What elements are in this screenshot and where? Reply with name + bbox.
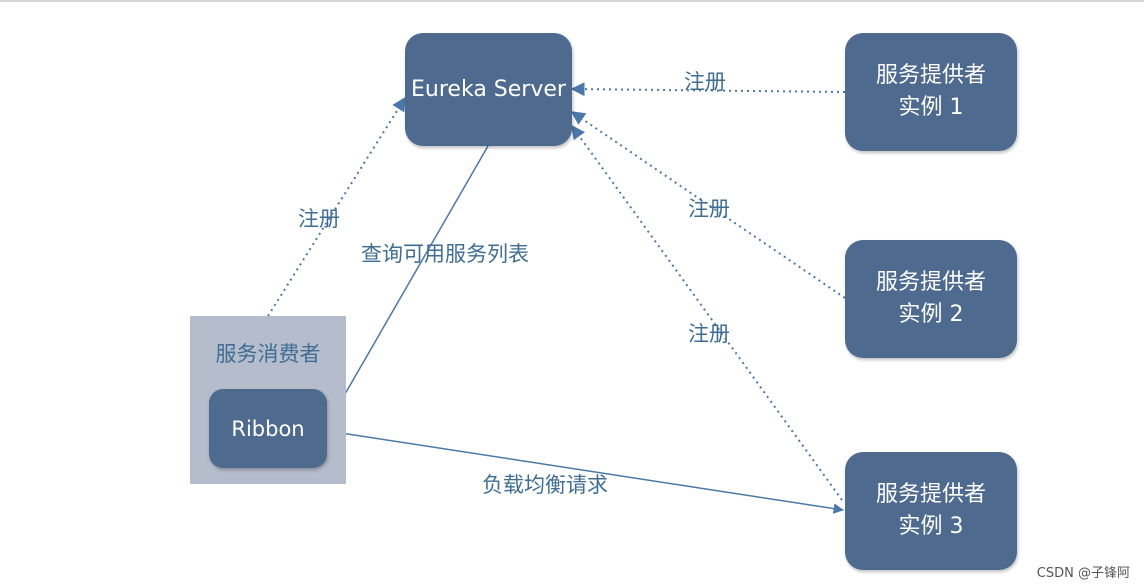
edge-label-query-service-list: 查询可用服务列表 (361, 242, 529, 266)
provider-3-label: 服务提供者 实例 3 (875, 482, 986, 539)
top-border-line (0, 0, 1144, 2)
edge-label-load-balance-request: 负载均衡请求 (482, 473, 608, 497)
edge-query-service-list (329, 145, 489, 421)
eureka-server-label: Eureka Server (411, 76, 566, 102)
edge-label-register-provider1: 注册 (684, 70, 726, 94)
edge-label-register-provider2: 注册 (688, 197, 730, 221)
edge-register-consumer (267, 96, 406, 317)
provider-2-label: 服务提供者 实例 2 (875, 270, 986, 327)
eureka-server-node: Eureka Server (405, 33, 572, 146)
provider-2-node: 服务提供者 实例 2 (845, 240, 1017, 358)
provider-3-node: 服务提供者 实例 3 (845, 452, 1017, 570)
service-consumer-title: 服务消费者 (215, 342, 321, 366)
edge-register-provider3 (571, 124, 843, 501)
edge-label-register-provider3: 注册 (688, 322, 730, 346)
watermark-text: CSDN @子锋阿 (1036, 566, 1130, 581)
ribbon-label: Ribbon (231, 416, 305, 441)
provider-1-label: 服务提供者 实例 1 (875, 63, 986, 120)
edge-label-register-consumer: 注册 (298, 207, 340, 231)
edge-register-provider2 (570, 111, 846, 299)
edge-load-balance-request (327, 430, 845, 514)
ribbon-node: Ribbon (209, 389, 327, 468)
provider-1-node: 服务提供者 实例 1 (845, 33, 1017, 151)
